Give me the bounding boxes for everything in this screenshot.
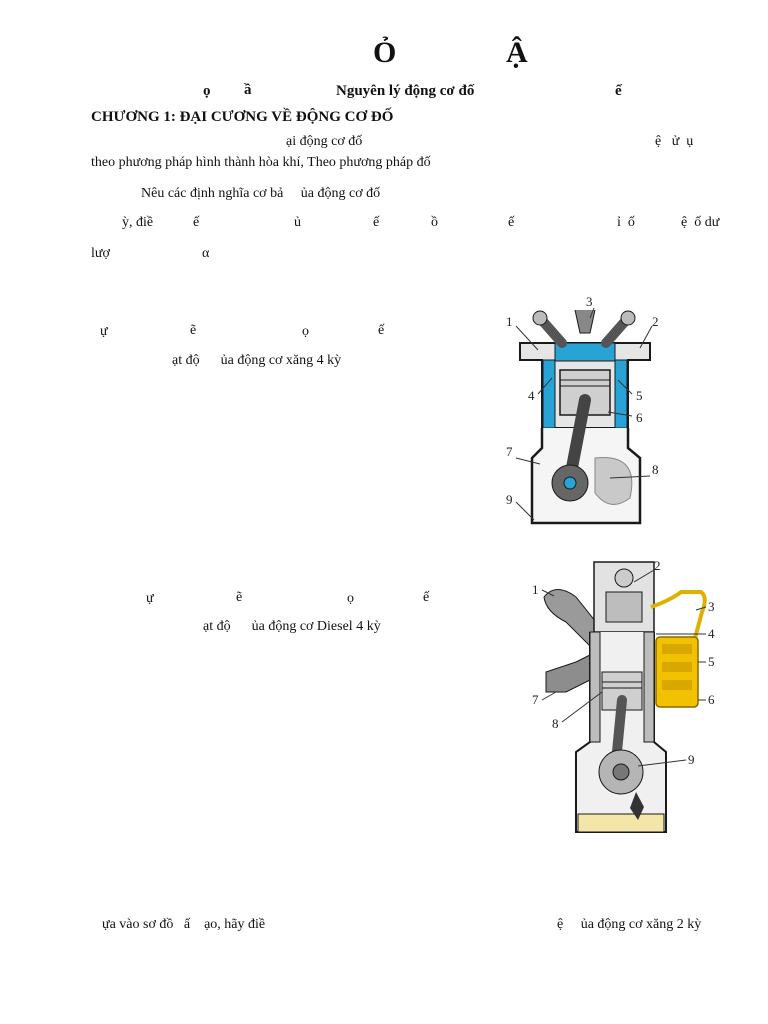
diesel-label-1: 1 [532,582,539,597]
diesel-label-8: 8 [552,716,559,731]
petrol-label-7: 7 [506,444,513,459]
diesel-label-7: 7 [532,692,539,707]
chapter-heading: CHƯƠNG 1: ĐẠI CƯƠNG VỀ ĐỘNG CƠ ĐỐ [91,109,394,125]
petrol-label-6: 6 [636,410,643,425]
subtitle-b: ầ [244,82,252,98]
subtitle-a: ọ [203,83,211,99]
line-2: theo phương pháp hình thành hòa khí, The… [91,155,431,170]
q-diesel-b: ẽ [236,590,243,605]
diesel-engine-diagram: 1 2 3 4 5 6 7 8 9 [532,558,715,833]
line-1a: ại động cơ đố [286,134,363,149]
diesel-label-4: 4 [708,626,715,641]
q-petrol-d: ế [378,323,385,338]
q-diesel-a: ự [146,591,154,606]
petrol-label-4: 4 [528,388,535,403]
line-4f: ế [508,215,515,230]
q-diesel-line2: ạt độ ủa động cơ Diesel 4 kỳ [203,619,381,634]
line-4b: ế [193,215,200,230]
line-4d: ế [373,215,380,230]
petrol-label-5: 5 [636,388,643,403]
line-1b: ệ ử ụ [655,134,694,149]
q-two-stroke-right: ệ ủa động cơ xăng 2 kỳ [557,917,702,932]
line-4c: ủ [294,215,301,230]
diesel-label-6: 6 [708,692,715,707]
q-diesel-c: ọ [347,591,354,606]
q-petrol-line2: ạt độ ủa động cơ xăng 4 kỳ [172,353,342,368]
diesel-label-2: 2 [654,558,661,573]
subtitle-title: Nguyên lý động cơ đố [336,83,475,99]
diesel-label-5: 5 [708,654,715,669]
diesel-label-9: 9 [688,752,695,767]
q-petrol-c: ọ [302,324,309,339]
line-5b: α [202,246,210,261]
petrol-engine-diagram: 1 2 3 4 5 6 7 8 9 [506,294,659,525]
petrol-label-9: 9 [506,492,513,507]
title-right: Ậ [506,36,528,69]
diesel-label-3: 3 [708,599,715,614]
q-petrol-b: ẽ [190,323,197,338]
line-5a: lượ [91,246,110,261]
petrol-label-3: 3 [586,294,593,309]
line-4e: ồ [431,215,438,230]
petrol-label-8: 8 [652,462,659,477]
line-4a: ỳ, điề [122,215,154,230]
line-4g: ỉ ố [617,215,635,230]
line-4h: ệ ố dư [681,215,720,230]
subtitle-d: ế [615,83,622,99]
line-3: Nêu các định nghĩa cơ bả ủa động cơ đố [141,186,381,201]
q-diesel-d: ế [423,590,430,605]
petrol-label-2: 2 [652,314,659,329]
title-left: Ỏ [373,36,397,69]
q-petrol-a: ự [100,324,108,339]
petrol-label-1: 1 [506,314,513,329]
q-two-stroke-left: ựa vào sơ đồ ấ ạo, hãy điề [102,917,266,932]
